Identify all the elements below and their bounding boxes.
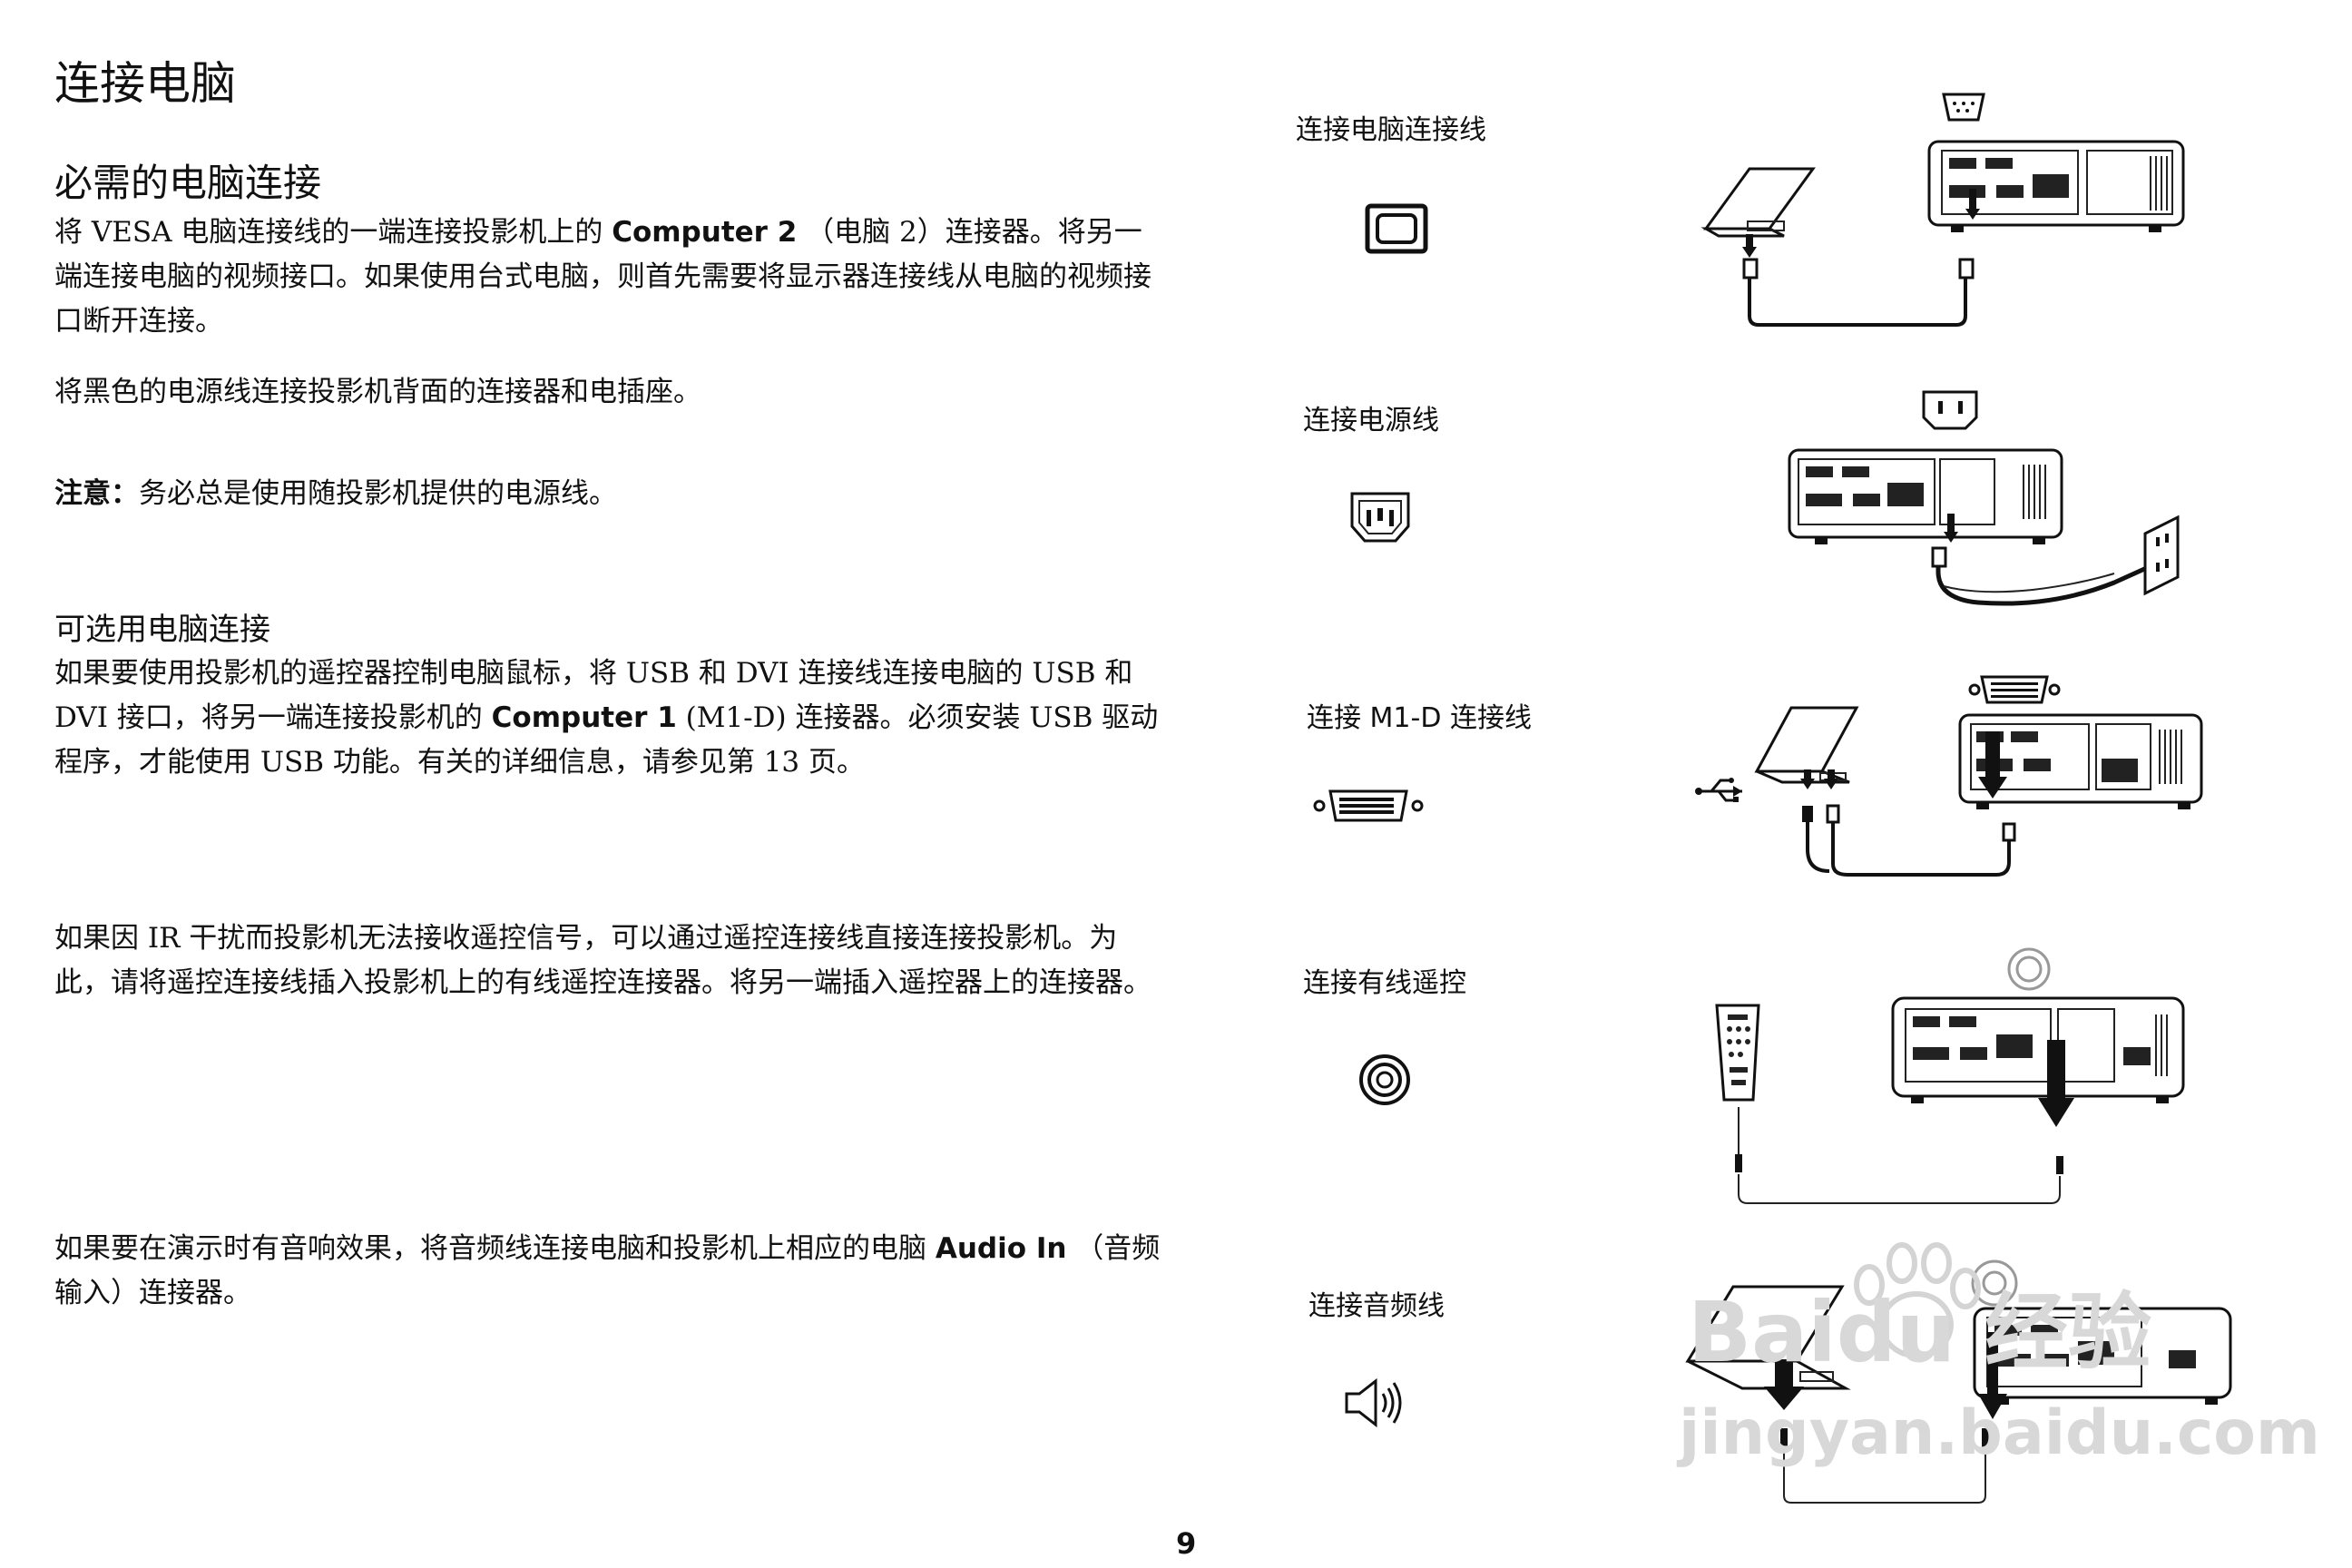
diagram-computer-cable (1700, 93, 2185, 327)
paragraph-vesa: 将 VESA 电脑连接线的一端连接投影机上的 Computer 2 （电脑 2）… (54, 216, 1152, 338)
diagram-label-m1d: 连接 M1-D 连接线 (1307, 702, 1532, 734)
vga-port-icon (1942, 93, 1985, 122)
usb-icon (1695, 778, 1742, 802)
diagram-label-power: 连接电源线 (1303, 405, 1439, 436)
section-heading-required: 必需的电脑连接 (54, 161, 322, 205)
power-plug-icon (1922, 390, 1978, 430)
diagram-power-cord (1788, 390, 2180, 606)
page-title: 连接电脑 (54, 57, 236, 110)
audio-jack-icon (1971, 1259, 2018, 1307)
diagram-label-remote: 连接有线遥控 (1303, 967, 1466, 999)
projector-icon (1891, 996, 2185, 1103)
diagram-label-computer: 连接电脑连接线 (1296, 114, 1486, 146)
dvi-port-icon (1968, 675, 2061, 704)
watermark-line1: Baidu 经验 (1688, 1284, 2151, 1381)
bold-computer-2: Computer 2 (612, 216, 798, 249)
dvi-connector-icon (1313, 789, 1424, 822)
paragraph-usb-dvi: 如果要使用投影机的遥控器控制电脑鼠标，将 USB 和 DVI 连接线连接电脑的 … (54, 657, 1159, 779)
diagram-audio-cable (1685, 1259, 2232, 1504)
speaker-icon (1345, 1377, 1402, 1428)
page-number: 9 (1176, 1526, 1197, 1561)
diagram-label-audio: 连接音频线 (1308, 1290, 1445, 1322)
laptop-icon (1700, 167, 1816, 238)
power-socket-icon (1350, 492, 1410, 543)
note-label: 注意： (54, 477, 139, 510)
paragraph-wired-remote: 如果因 IR 干扰而投影机无法接收遥控信号，可以通过遥控连接线直接连接投影机。为… (54, 922, 1152, 999)
projector-icon (1927, 140, 2185, 232)
remote-jack-icon (2007, 947, 2051, 991)
arrow-icon (1800, 731, 2007, 799)
remote-control-icon (1715, 1004, 1760, 1102)
projector-icon (1973, 1307, 2232, 1405)
arrow-icon (1742, 189, 1980, 258)
vga-monitor-icon (1365, 203, 1428, 254)
watermark-line2: jingyan.baidu.com (1676, 1397, 2320, 1469)
arrow-icon (2038, 1040, 2074, 1127)
bold-computer-1: Computer 1 (491, 701, 677, 734)
projector-icon (1788, 448, 2063, 544)
laptop-icon (1685, 1285, 1851, 1390)
paragraph-audio: 如果要在演示时有音响效果，将音频线连接电脑和投影机上相应的电脑 Audio In… (54, 1232, 1161, 1309)
paragraph-power: 将黑色的电源线连接投影机背面的连接器和电插座。 (54, 376, 701, 408)
remote-jack-icon (1359, 1054, 1410, 1105)
watermark-logo: Baidu 经验 jingyan.baidu.com (1676, 1242, 2320, 1469)
arrow-icon (1764, 1332, 2007, 1419)
diagram-wired-remote (1715, 947, 2185, 1204)
note: 注意：务必总是使用随投影机提供的电源线。 (54, 477, 617, 510)
wall-outlet-icon (2143, 514, 2180, 596)
section-heading-optional: 可选用电脑连接 (54, 612, 270, 648)
bold-audio-in: Audio In (935, 1232, 1067, 1265)
diagram-m1d-cable (1695, 675, 2203, 877)
